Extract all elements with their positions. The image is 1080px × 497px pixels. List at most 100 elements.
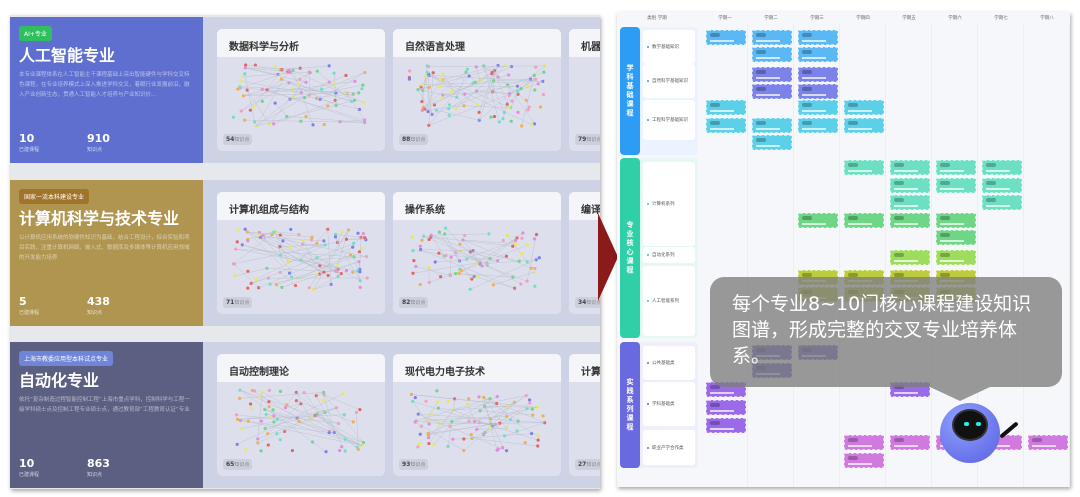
graph-node bbox=[495, 401, 499, 406]
graph-edge bbox=[428, 72, 434, 126]
course-node[interactable] bbox=[798, 47, 838, 62]
course-node[interactable] bbox=[798, 213, 838, 228]
course-node[interactable] bbox=[936, 178, 976, 193]
course-node[interactable] bbox=[844, 435, 884, 450]
course-node[interactable] bbox=[982, 160, 1022, 175]
graph-edge bbox=[345, 92, 365, 121]
course-node[interactable] bbox=[982, 178, 1022, 193]
course-node[interactable] bbox=[752, 47, 792, 62]
course-node[interactable] bbox=[936, 213, 976, 228]
subcategory-label[interactable]: 学科基础类 bbox=[643, 382, 695, 426]
subcategory-label[interactable]: 自动化系列 bbox=[643, 247, 695, 263]
corner-header: 类别 学期 bbox=[647, 16, 667, 21]
course-node[interactable] bbox=[798, 84, 838, 99]
graph-node bbox=[334, 91, 338, 95]
knowledge-graph bbox=[232, 227, 369, 292]
graph-edge bbox=[323, 394, 360, 410]
course-node[interactable] bbox=[752, 135, 792, 150]
course-node[interactable] bbox=[706, 418, 746, 433]
course-node[interactable] bbox=[706, 118, 746, 133]
subcategory-label[interactable]: 数学基础知识 bbox=[643, 30, 695, 64]
subcategory-label[interactable]: 职业产学合作类 bbox=[643, 430, 695, 465]
subcategory-label[interactable]: 计算机系列 bbox=[643, 162, 695, 246]
course-node[interactable] bbox=[752, 84, 792, 99]
graph-edge bbox=[241, 407, 337, 429]
graph-edge bbox=[431, 235, 491, 259]
graph-edge bbox=[335, 234, 365, 238]
major-summary[interactable]: 国家一流本科建设专业计算机科学与技术专业以计算机应用系统的软硬件知识为基础，结合… bbox=[10, 180, 203, 326]
course-node[interactable] bbox=[844, 160, 884, 175]
graph-edge bbox=[462, 239, 481, 263]
graph-node bbox=[254, 277, 258, 281]
course-node[interactable] bbox=[982, 195, 1022, 210]
course-node[interactable] bbox=[890, 250, 930, 265]
major-summary[interactable]: AI+专业人工智能专业本专业课程体系在人工智能主干课程基础上突出智能硬件与学科交… bbox=[10, 17, 203, 163]
course-node[interactable] bbox=[798, 100, 838, 115]
graph-edge bbox=[465, 71, 476, 83]
subcategory-text: 自然科学基础知识 bbox=[652, 79, 688, 84]
course-node[interactable] bbox=[890, 160, 930, 175]
graph-edge bbox=[431, 233, 489, 236]
graph-node bbox=[267, 122, 271, 126]
graph-node bbox=[344, 73, 348, 78]
course-node[interactable] bbox=[1028, 435, 1068, 450]
course-node[interactable] bbox=[890, 178, 930, 193]
graph-node bbox=[253, 63, 257, 67]
graph-edge bbox=[489, 232, 524, 259]
course-node[interactable] bbox=[844, 118, 884, 133]
course-node[interactable] bbox=[798, 118, 838, 133]
graph-node bbox=[272, 122, 276, 126]
graph-node bbox=[290, 275, 294, 279]
graph-node bbox=[447, 113, 451, 117]
course-node[interactable] bbox=[844, 213, 884, 228]
course-node[interactable] bbox=[798, 30, 838, 45]
graph-edge bbox=[471, 438, 538, 447]
graph-node bbox=[420, 238, 424, 242]
course-node[interactable] bbox=[706, 30, 746, 45]
course-node[interactable] bbox=[752, 118, 792, 133]
course-node[interactable] bbox=[890, 435, 930, 450]
course-node[interactable] bbox=[706, 400, 746, 415]
graph-node bbox=[441, 72, 445, 76]
graph-node bbox=[489, 115, 493, 119]
course-node[interactable] bbox=[936, 250, 976, 265]
graph-edge bbox=[280, 272, 296, 286]
course-node[interactable] bbox=[844, 100, 884, 115]
subcategory-label[interactable]: 公共基础类 bbox=[643, 346, 695, 380]
course-node[interactable] bbox=[798, 67, 838, 82]
graph-node bbox=[266, 443, 270, 447]
graph-node bbox=[419, 424, 423, 428]
major-summary[interactable]: 上海市教委应用型本科试点专业自动化专业依托“复杂制造过程智能控制工程”上海市重点… bbox=[10, 342, 203, 488]
subcategory-label[interactable]: 工程科学基础知识 bbox=[643, 100, 695, 140]
subcategory-label[interactable]: 自然科学基础知识 bbox=[643, 64, 695, 98]
course-node[interactable] bbox=[890, 213, 930, 228]
graph-edge bbox=[510, 419, 539, 437]
graph-node bbox=[291, 68, 295, 73]
course-node[interactable] bbox=[752, 67, 792, 82]
graph-node bbox=[444, 226, 448, 230]
course-node[interactable] bbox=[936, 160, 976, 175]
graph-node bbox=[268, 282, 272, 286]
course-node[interactable] bbox=[844, 453, 884, 468]
subcategory-label[interactable]: 人工智能系列 bbox=[643, 266, 695, 336]
graph-edge bbox=[435, 258, 491, 263]
course-node[interactable] bbox=[936, 230, 976, 245]
course-node[interactable] bbox=[890, 195, 930, 210]
graph-node bbox=[536, 434, 541, 438]
graph-node bbox=[524, 98, 528, 102]
course-node[interactable] bbox=[752, 30, 792, 45]
arrow-right-icon bbox=[598, 213, 618, 301]
graph-edge bbox=[292, 70, 364, 103]
robot-eye bbox=[976, 422, 981, 426]
graph-node bbox=[272, 420, 276, 424]
course-node[interactable] bbox=[706, 100, 746, 115]
